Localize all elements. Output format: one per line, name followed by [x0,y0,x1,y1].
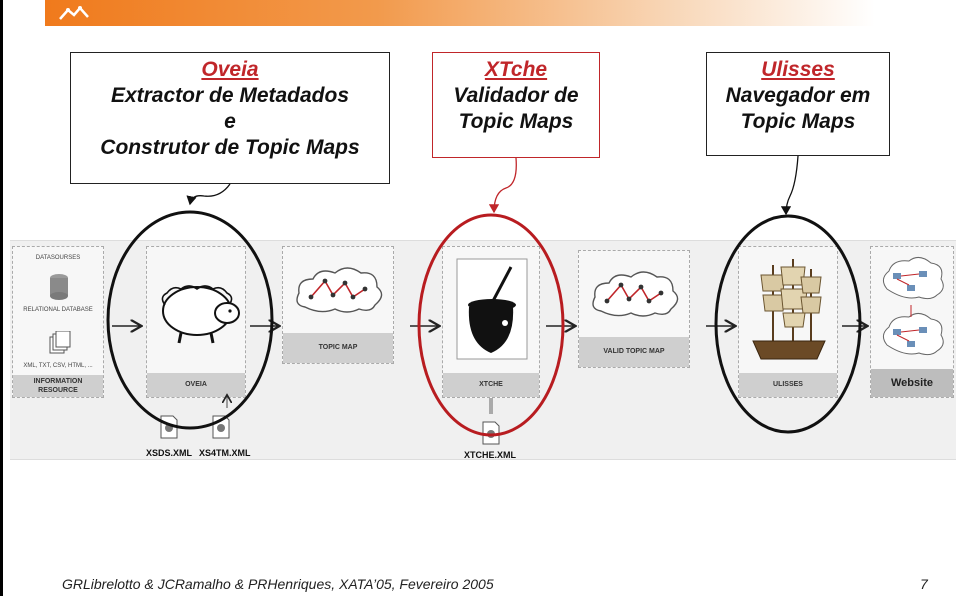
website-box: Website [870,246,954,398]
callout-connectors [186,155,799,216]
connector-ulisses [780,155,799,216]
information-resource-label: INFORMATION RESOURCE [13,375,103,397]
ellipse-ulisses [714,214,862,434]
callout-xtche-title: XTche [484,58,548,81]
sheep-icon [161,285,240,344]
callout-oveia-line: Extractor de Metadados [110,84,350,107]
website-clouds-icon [883,257,944,356]
ship-icon [752,259,826,360]
oveia-box: OVEIA [146,246,246,398]
header-gradient-bar [45,0,875,26]
callout-ulisses: Ulisses Navegador em Topic Maps [706,52,890,156]
xtche-box: XTCHE [442,246,540,398]
datasources-header: DATASOURSES [35,255,81,261]
valid-topic-map-label: VALID TOPIC MAP [579,337,689,367]
ellipse-xtche [417,213,565,437]
ellipse-oveia [106,210,274,430]
ulisses-label: ULISSES [739,373,837,397]
files-label: XML, TXT, CSV, HTML, ... [23,363,93,369]
flow-arrows [112,326,866,414]
callout-ulisses-title: Ulisses [761,58,835,81]
logo-icon [59,6,89,20]
ulisses-box: ULISSES [738,246,838,398]
page-number: 7 [920,576,928,592]
valid-topic-map-cloud-icon [592,271,679,317]
highlight-ellipses [106,210,862,437]
callout-ulisses-line: Navegador em [725,84,871,107]
database-icon [50,274,68,300]
slide-left-border [0,0,3,596]
footer-text: GRLibrelotto & JCRamalho & PRHenriques, … [62,576,494,592]
topic-map-box: TOPIC MAP [282,246,394,364]
website-label: Website [871,369,953,397]
topic-map-cloud-icon [296,267,383,313]
valid-topic-map-box: VALID TOPIC MAP [578,250,690,368]
xs4tm-file-label: XS4TM.XML [199,448,251,458]
connector-xtche [488,157,517,214]
xsds-file-label: XSDS.XML [146,448,193,458]
topic-map-label: TOPIC MAP [283,333,393,363]
connector-oveia [186,183,231,206]
callout-ulisses-line: Topic Maps [740,110,856,133]
relational-label: RELATIONAL DATABASE [23,307,93,313]
cuia-icon [456,258,528,360]
callout-xtche-line: Topic Maps [458,110,574,133]
callout-xtche: XTche Validador de Topic Maps [432,52,600,158]
callout-xtche-line: Validador de [453,84,579,107]
oveia-label: OVEIA [147,373,245,397]
callout-oveia-line: Construtor de Topic Maps [100,136,360,159]
xtche-label: XTCHE [443,373,539,397]
callout-oveia-title: Oveia [201,58,259,81]
callout-oveia: Oveia Extractor de Metadados e Construto… [70,52,390,184]
xtche-file-label: XTCHE.XML [464,450,517,460]
documents-icon [49,331,71,354]
datasources-box: DATASOURSES RELATIONAL DATABASE XML, TXT… [12,246,104,398]
callout-oveia-line: e [224,110,236,133]
